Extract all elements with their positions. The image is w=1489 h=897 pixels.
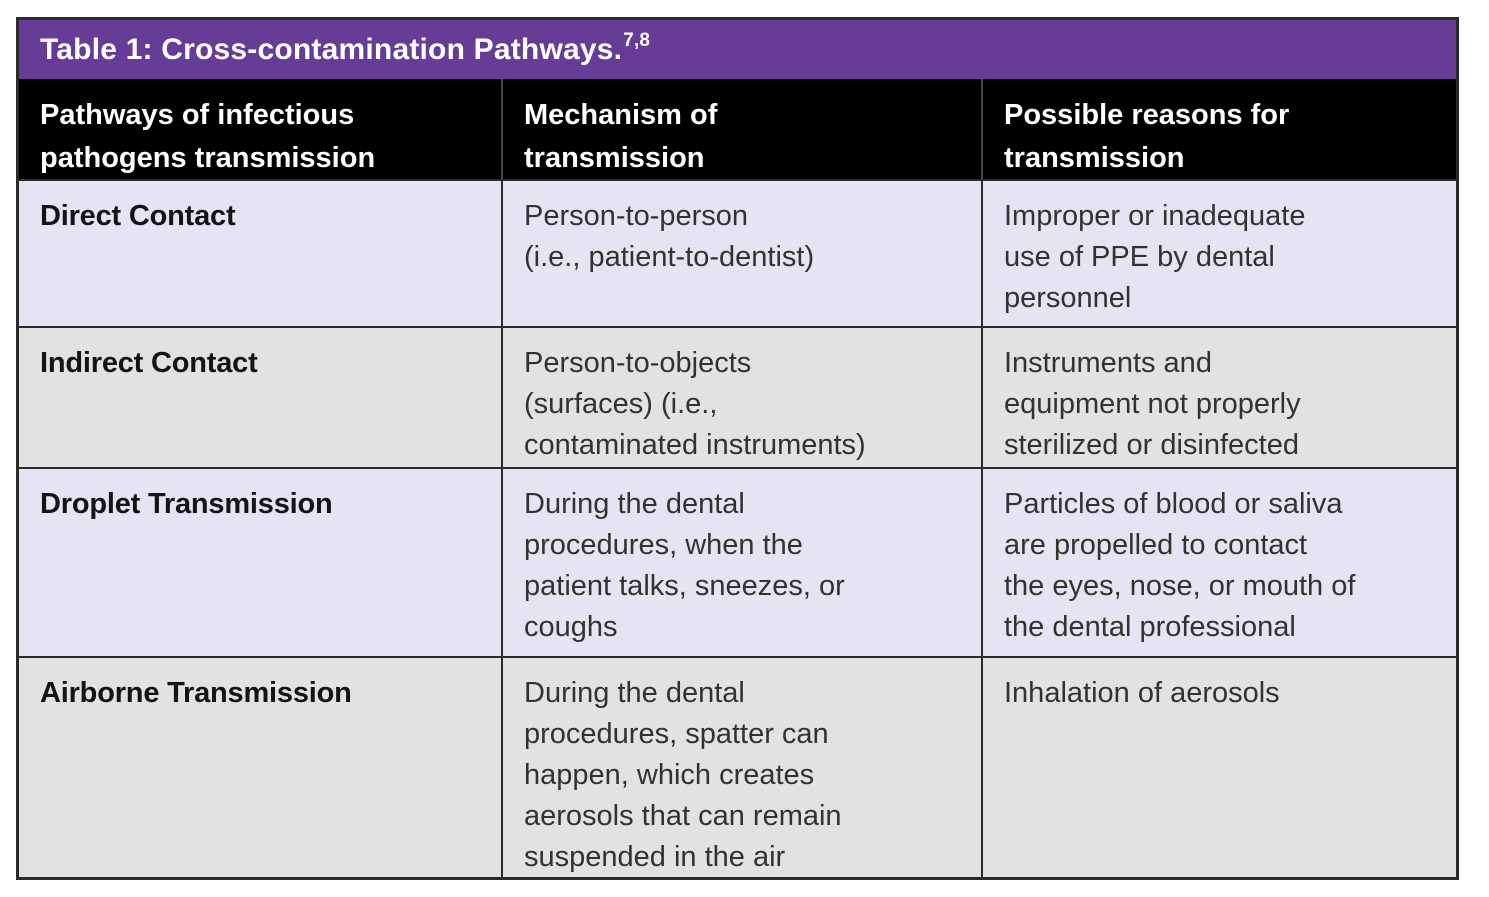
row-direct-contact-mechanism: Person-to-person (i.e., patient-to-denti… bbox=[501, 179, 981, 326]
row-indirect-contact-pathway: Indirect Contact bbox=[19, 326, 501, 467]
row-airborne-transmission-mechanism: During the dental procedures, spatter ca… bbox=[501, 656, 981, 877]
column-header-reasons: Possible reasons for transmission bbox=[981, 79, 1456, 179]
table-title-citation-superscript: 7,8 bbox=[623, 29, 651, 51]
row-droplet-transmission-mechanism: During the dental procedures, when the p… bbox=[501, 467, 981, 656]
column-header-mechanism: Mechanism of transmission bbox=[501, 79, 981, 179]
table-title: Table 1: Cross-contamination Pathways. bbox=[40, 32, 623, 66]
row-direct-contact-reason: Improper or inadequate use of PPE by den… bbox=[981, 179, 1456, 326]
row-direct-contact-pathway: Direct Contact bbox=[19, 179, 501, 326]
table-title-bar: Table 1: Cross-contamination Pathways.7,… bbox=[19, 20, 1456, 79]
column-header-pathways: Pathways of infectious pathogens transmi… bbox=[19, 79, 501, 179]
row-airborne-transmission-reason: Inhalation of aerosols bbox=[981, 656, 1456, 877]
row-indirect-contact-reason: Instruments and equipment not properly s… bbox=[981, 326, 1456, 467]
table-card: Table 1: Cross-contamination Pathways.7,… bbox=[16, 17, 1459, 880]
row-indirect-contact-mechanism: Person-to-objects (surfaces) (i.e., cont… bbox=[501, 326, 981, 467]
row-airborne-transmission-pathway: Airborne Transmission bbox=[19, 656, 501, 877]
row-droplet-transmission-pathway: Droplet Transmission bbox=[19, 467, 501, 656]
cross-contamination-table: Pathways of infectious pathogens transmi… bbox=[19, 79, 1456, 877]
row-droplet-transmission-reason: Particles of blood or saliva are propell… bbox=[981, 467, 1456, 656]
